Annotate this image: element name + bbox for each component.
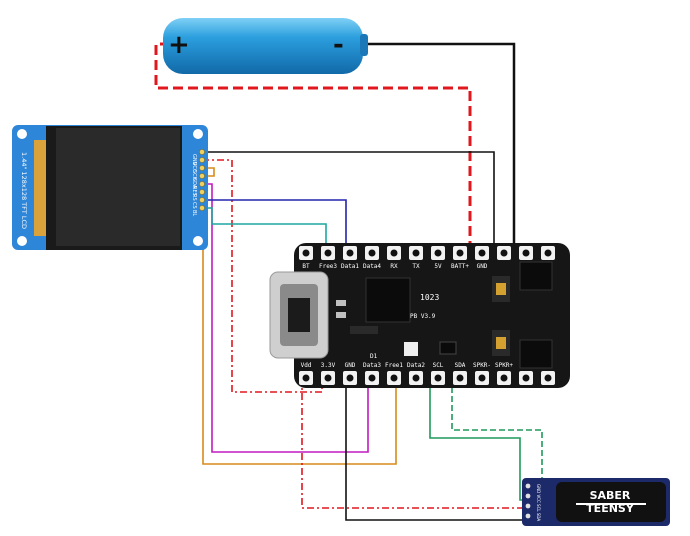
board-top-pin-label: 5V <box>434 263 442 270</box>
lcd-pin-label: SDA <box>191 178 197 189</box>
board-top-hole <box>412 249 420 257</box>
board-top-pin-label: BATT+ <box>451 263 469 270</box>
lcd-pin-res <box>199 181 205 187</box>
board-bottom-pin-label: 3.3V <box>321 362 336 369</box>
board-bottom-pin-label: SPKR+ <box>495 362 513 369</box>
board-top-pin-label: TX <box>412 263 420 270</box>
board-top-hole <box>522 249 530 257</box>
lcd-pin-rs <box>199 189 205 195</box>
board-bottom-pin-label: Vdd <box>301 362 312 369</box>
board-top-hole <box>478 249 486 257</box>
lcd-module: 1.44" 128x128 TFT LCD GNDVCCSCKSDARESRSC… <box>12 125 208 250</box>
board-top-pin-label: BT <box>302 263 310 270</box>
wire-lcd-gnd <box>202 151 495 250</box>
lcd-pin-bl <box>199 205 205 211</box>
board-bottom-pins: Vdd 3.3V GND Data3 Free1 Data2 SCL SDA SPKR- SPKR… <box>299 362 555 385</box>
board-version: PB V3.9 <box>410 313 436 320</box>
board-top-pin-label: Data4 <box>363 263 381 270</box>
oled-module: GND VCC SCL SDA SABER TEENSY <box>522 478 670 526</box>
lcd-pin-label: CS <box>191 202 197 209</box>
board-bottom-pin-label: SDA <box>455 362 466 369</box>
battery-plus-label: + <box>168 30 190 60</box>
wires <box>154 42 543 521</box>
board-top-hole <box>500 249 508 257</box>
board-bottom-hole <box>368 374 376 382</box>
board-bottom-hole <box>478 374 486 382</box>
board-top-hole <box>544 249 552 257</box>
board-d1-label: D1 <box>370 353 378 360</box>
wire-battery-negative <box>358 42 516 250</box>
board-top-hole <box>346 249 354 257</box>
board-bottom-hole <box>522 374 530 382</box>
board-bottom-hole <box>544 374 552 382</box>
board-bottom-hole <box>500 374 508 382</box>
board-top-pin-label: RX <box>390 263 398 270</box>
board-top-pin-label: Data1 <box>341 263 359 270</box>
board-bottom-pin-label: GND <box>345 362 356 369</box>
lcd-pin-sck <box>199 165 205 171</box>
wire-lcd-cs <box>202 207 327 250</box>
board-bottom-hole <box>456 374 464 382</box>
board-bottom-hole <box>346 374 354 382</box>
board-top-pins: BT Free3 Data1 Data4 RX TX 5V BATT+ GND <box>299 246 555 270</box>
board-top-hole <box>368 249 376 257</box>
wire-oled-sda <box>451 378 543 486</box>
board-top-hole <box>302 249 310 257</box>
wire-battery-positive <box>154 42 472 250</box>
lcd-side-label: 1.44" 128x128 TFT LCD <box>20 152 28 229</box>
board-bottom-pin-label: SPKR- <box>473 362 491 369</box>
lcd-pin-label: RS <box>191 194 197 201</box>
board-top-hole <box>434 249 442 257</box>
oled-line2: TEENSY <box>586 502 635 515</box>
board-top-hole <box>456 249 464 257</box>
lcd-pin-sda <box>199 173 205 179</box>
battery-minus-label: - <box>333 30 344 60</box>
wire-oled-vcc <box>301 378 528 509</box>
oled-line1: SABER <box>590 489 631 502</box>
board-top-hole <box>390 249 398 257</box>
lcd-pin-gnd <box>199 149 205 155</box>
lcd-pin-label: VCC <box>191 162 197 173</box>
board-bottom-pin-label: Data3 <box>363 362 381 369</box>
lcd-pin-label: RES <box>191 186 197 196</box>
board-bottom-hole <box>390 374 398 382</box>
wire-lcd-sda <box>202 183 369 453</box>
battery: + - <box>163 18 368 74</box>
wire-lcd-rs <box>202 199 347 250</box>
wire-oled-scl <box>429 378 528 501</box>
board-bottom-pin-label: Data2 <box>407 362 425 369</box>
oled-pin-label: GND VCC SCL SDA <box>536 484 541 521</box>
board-top-pin-label: GND <box>477 263 488 270</box>
board-top-pin-label: Free3 <box>319 263 337 270</box>
wire-oled-gnd <box>345 378 528 521</box>
board-bottom-hole <box>324 374 332 382</box>
board-bottom-pin-label: SCL <box>433 362 444 369</box>
lcd-pin-label: GND <box>191 154 197 166</box>
lcd-pin-cs <box>199 197 205 203</box>
board-bottom-hole <box>412 374 420 382</box>
board-bottom-pin-label: Free1 <box>385 362 403 369</box>
board-chip-label: 1023 <box>420 293 439 302</box>
board-bottom-hole <box>302 374 310 382</box>
lcd-pin-vcc <box>199 157 205 163</box>
lcd-pin-label: BL <box>191 210 197 216</box>
board-top-hole <box>324 249 332 257</box>
board-bottom-hole <box>434 374 442 382</box>
lcd-pin-label: SCK <box>191 170 197 181</box>
